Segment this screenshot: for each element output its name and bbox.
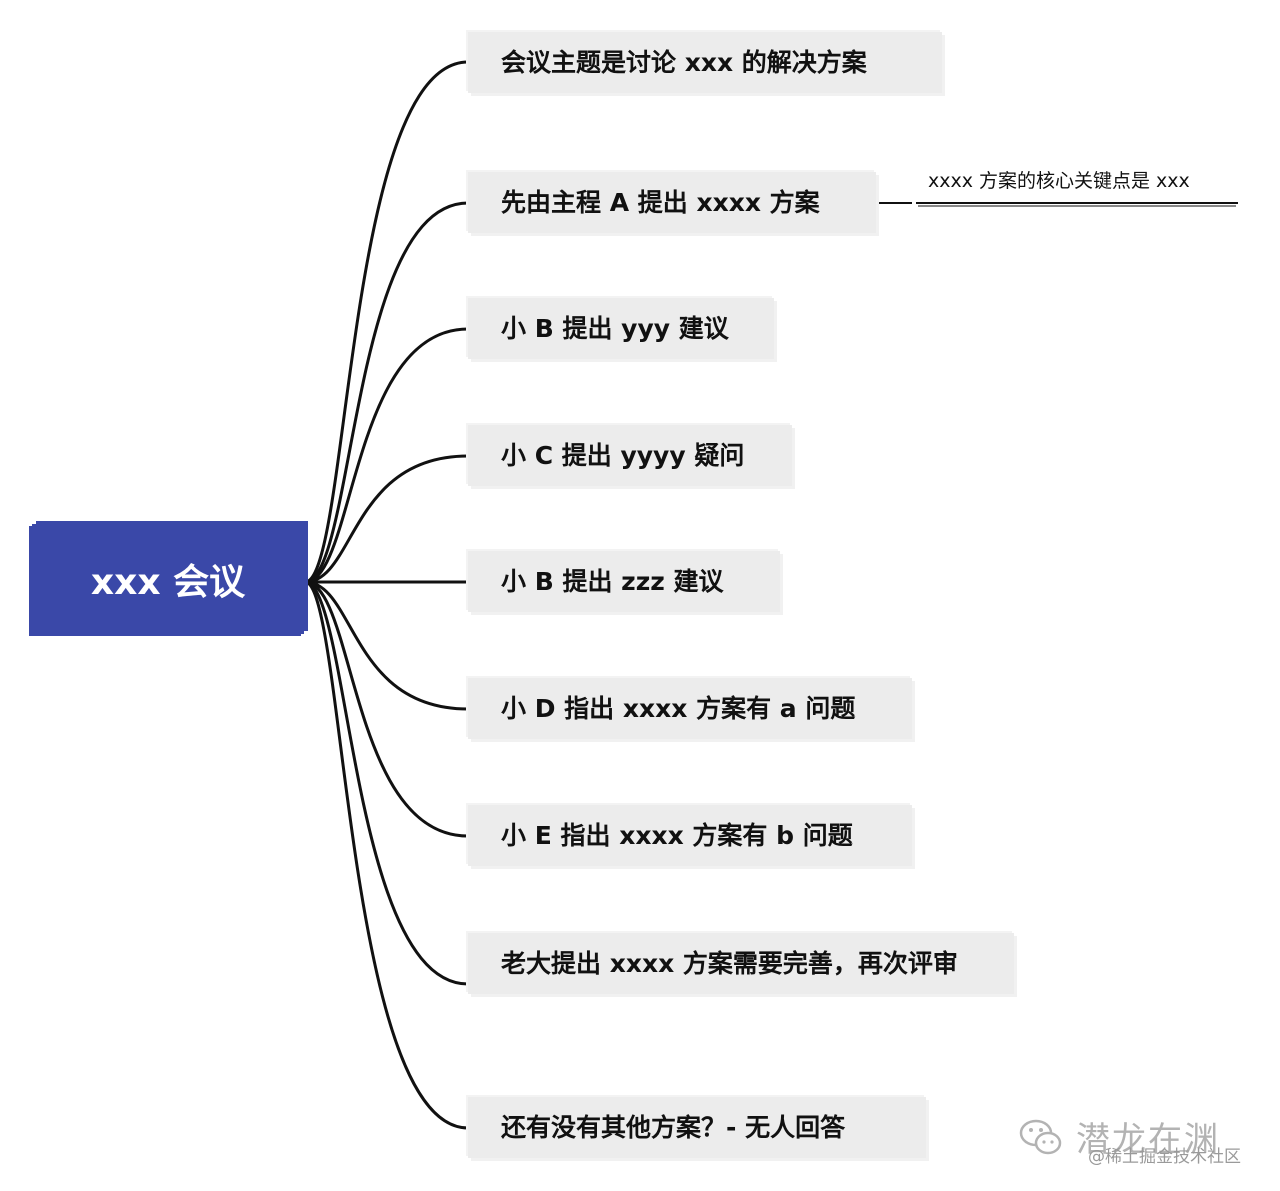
branch-node-8: 老大提出 xxxx 方案需要完善，再次评审: [468, 933, 1014, 994]
watermark-sub: @稀土掘金技术社区: [1088, 1147, 1241, 1167]
branch-node-label: 还有没有其他方案？- 无人回答: [501, 1113, 846, 1142]
branch-node-1: 会议主题是讨论 xxx 的解决方案: [468, 32, 942, 93]
sub-node: xxxx 方案的核心关键点是 xxx: [928, 166, 1190, 193]
branch-node-label: 先由主程 A 提出 xxxx 方案: [501, 188, 820, 217]
connector-8: [304, 580, 469, 986]
connector-6: [304, 580, 469, 711]
root-node-label: xxx 会议: [90, 562, 246, 603]
connector-1: [304, 60, 469, 584]
connector-7: [304, 580, 469, 838]
branch-node-label: 小 B 提出 zzz 建议: [501, 567, 724, 596]
wechat-icon: [1019, 1119, 1062, 1154]
watermark: 潜龙在渊 @稀土掘金技术社区: [1018, 1112, 1241, 1167]
branch-node-9: 还有没有其他方案？- 无人回答: [468, 1097, 926, 1158]
branch-node-6: 小 D 指出 xxxx 方案有 a 问题: [468, 678, 912, 739]
branch-node-5: 小 B 提出 zzz 建议: [468, 551, 780, 612]
branch-node-label: 小 D 指出 xxxx 方案有 a 问题: [501, 694, 856, 723]
watermark-name: 潜龙在渊: [1076, 1120, 1220, 1160]
connector-4: [304, 454, 469, 584]
branch-node-label: 会议主题是讨论 xxx 的解决方案: [501, 48, 867, 77]
branch-node-label: 小 C 提出 yyyy 疑问: [501, 441, 745, 470]
branch-node-label: 老大提出 xxxx 方案需要完善，再次评审: [501, 949, 958, 978]
branch-node-3: 小 B 提出 yyy 建议: [468, 298, 774, 359]
branch-node-label: 小 E 指出 xxxx 方案有 b 问题: [501, 821, 853, 850]
branch-node-4: 小 C 提出 yyyy 疑问: [468, 425, 792, 486]
connector-3: [304, 327, 469, 584]
connector-2: [304, 201, 469, 584]
branch-node-7: 小 E 指出 xxxx 方案有 b 问题: [468, 805, 912, 866]
connector-9: [304, 580, 469, 1130]
root-node: xxx 会议: [32, 524, 304, 634]
branch-node-label: 小 B 提出 yyy 建议: [501, 314, 729, 343]
branch-node-2: 先由主程 A 提出 xxxx 方案: [468, 172, 876, 233]
sub-node-label: xxxx 方案的核心关键点是 xxx: [928, 170, 1190, 192]
